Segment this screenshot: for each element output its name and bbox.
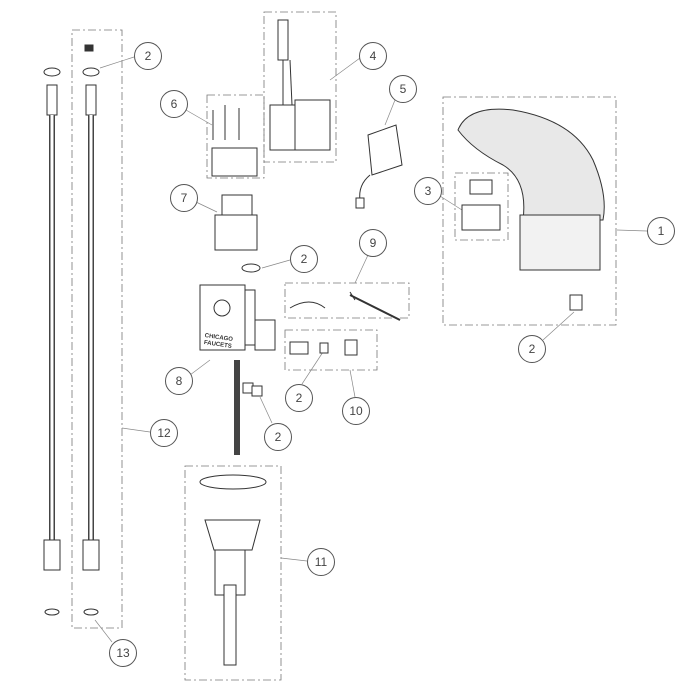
callout-10: 10 xyxy=(342,397,370,425)
callout-8: 8 xyxy=(165,367,193,395)
part-7-solenoid xyxy=(214,194,261,273)
part-8-valve-body xyxy=(199,284,276,455)
callout-2: 2 xyxy=(264,423,292,451)
box-supply-hoses xyxy=(71,29,123,629)
box-part-4 xyxy=(263,11,337,163)
callout-5: 5 xyxy=(389,75,417,103)
box-part-6 xyxy=(206,94,265,179)
part-5-battery xyxy=(355,124,403,209)
callout-2: 2 xyxy=(134,42,162,70)
callout-3: 3 xyxy=(414,177,442,205)
box-part-1 xyxy=(442,96,617,326)
callout-7: 7 xyxy=(170,184,198,212)
callout-1: 1 xyxy=(647,217,675,245)
callout-4: 4 xyxy=(359,42,387,70)
callout-9: 9 xyxy=(359,229,387,257)
callout-12: 12 xyxy=(150,419,178,447)
part-3-aerator xyxy=(461,179,501,231)
group-boxes xyxy=(71,11,617,681)
supply-hoses xyxy=(43,44,100,616)
part-10-fittings xyxy=(289,339,358,356)
callout-2: 2 xyxy=(290,245,318,273)
callout-2: 2 xyxy=(285,384,313,412)
callout-2: 2 xyxy=(518,335,546,363)
part-1-spout xyxy=(457,108,605,311)
callout-13: 13 xyxy=(109,639,137,667)
callout-6: 6 xyxy=(160,90,188,118)
part-4-bracket xyxy=(269,19,331,151)
part-11-mounting-kit xyxy=(199,474,267,666)
part-6-screws-clamp xyxy=(211,105,258,177)
part-9-hex-key-wire xyxy=(289,291,401,321)
box-part-9 xyxy=(284,282,410,319)
box-part-10 xyxy=(284,329,378,371)
callout-11: 11 xyxy=(307,548,335,576)
parts xyxy=(43,19,605,666)
box-part-3 xyxy=(454,172,509,241)
box-part-11 xyxy=(184,465,282,681)
leader-lines xyxy=(94,56,648,643)
